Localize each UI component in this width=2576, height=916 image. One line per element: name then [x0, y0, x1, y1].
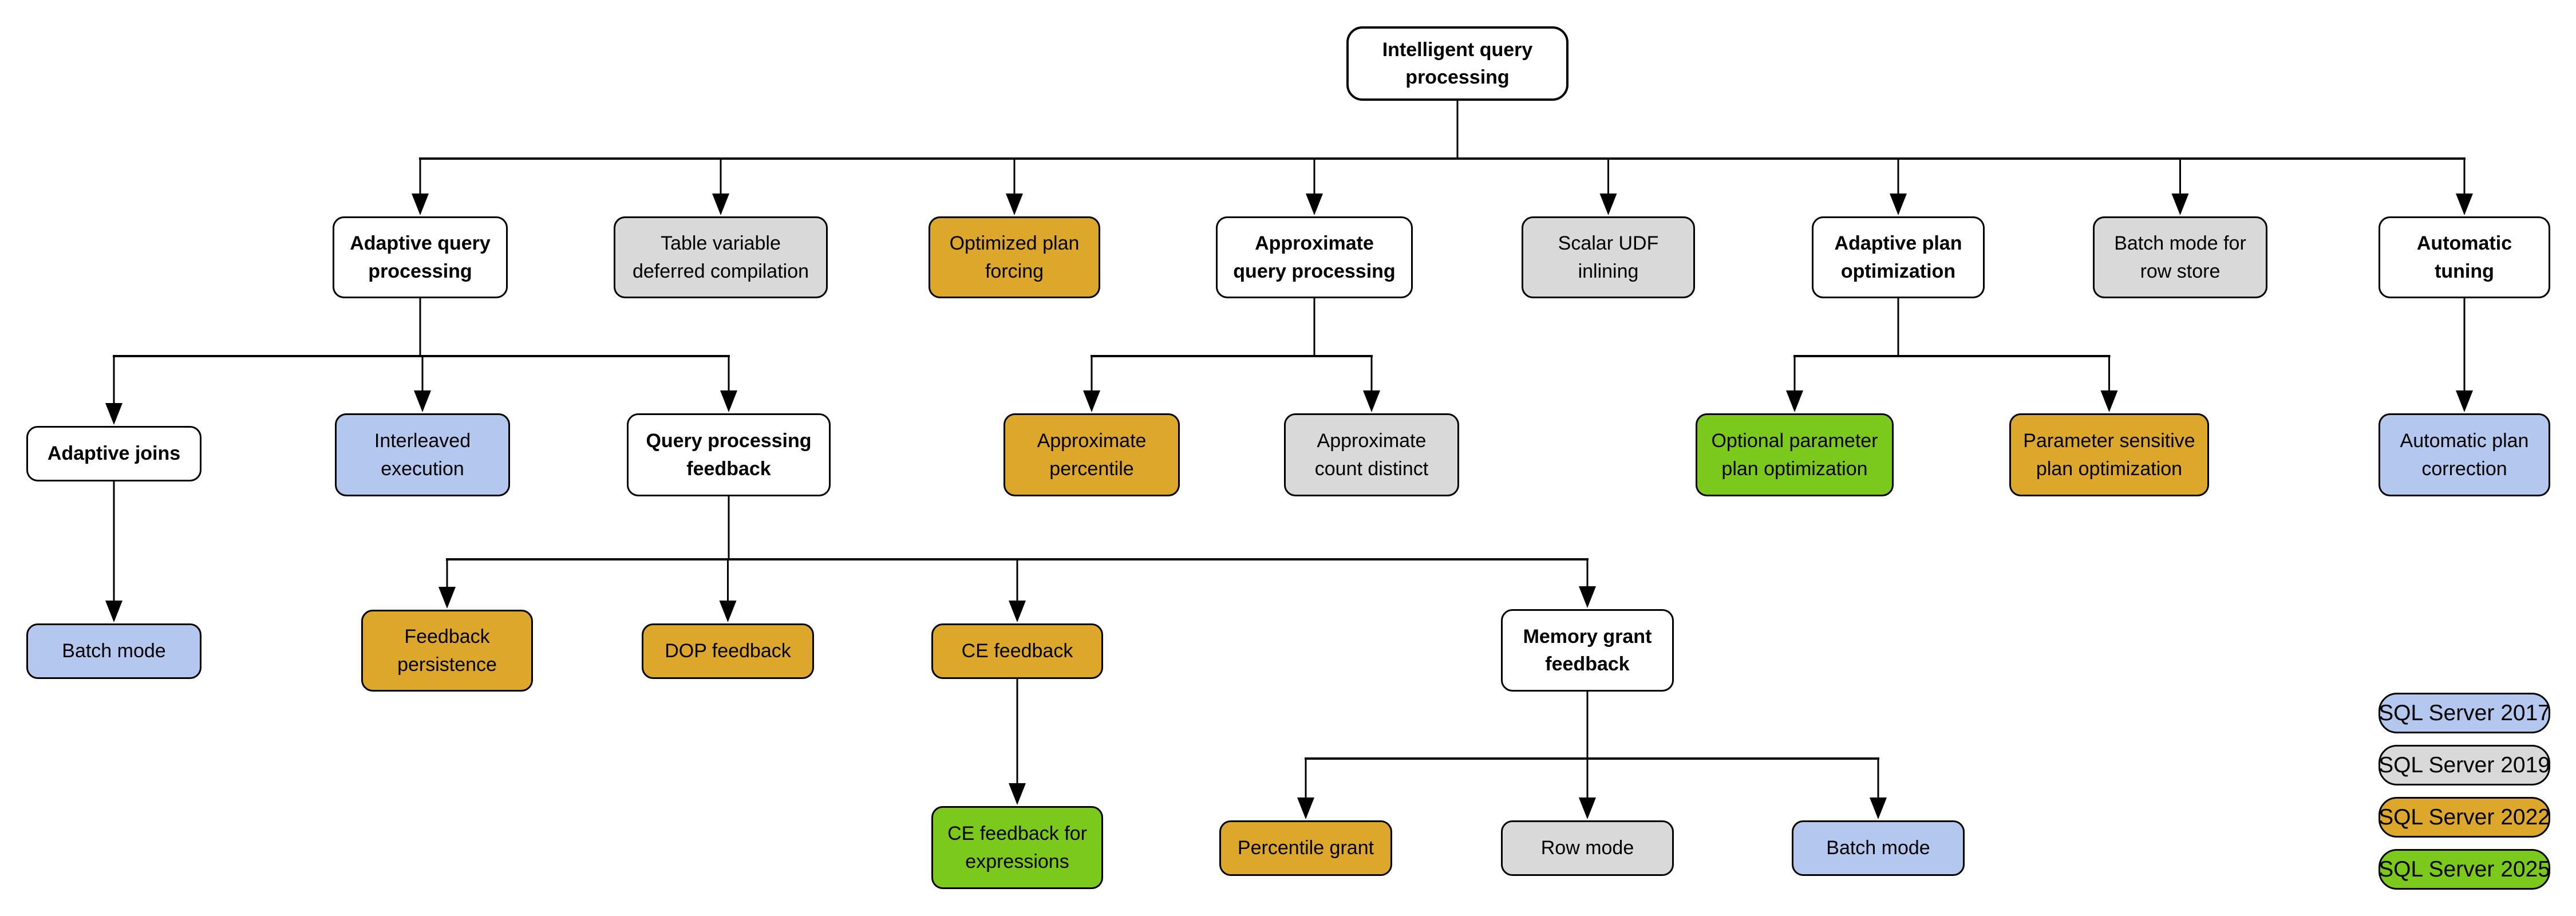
- node-batch-mode-for-row-store: Batch mode for row store: [2093, 216, 2267, 298]
- node-memory-grant-feedback: Memory grant feedback: [1501, 609, 1674, 692]
- node-scalar-udf-inlining: Scalar UDF inlining: [1522, 216, 1695, 298]
- node-approximate-count-distinct: Approximate count distinct: [1284, 413, 1459, 496]
- node-interleaved-execution: Interleaved execution: [335, 413, 510, 496]
- node-row-mode: Row mode: [1501, 820, 1674, 876]
- node-ce-feedback-for-expressions: CE feedback for expressions: [931, 806, 1103, 889]
- legend-sql-server-2025: SQL Server 2025: [2379, 849, 2550, 890]
- node-adaptive-joins: Adaptive joins: [26, 426, 202, 481]
- node-automatic-plan-correction: Automatic plan correction: [2379, 413, 2550, 496]
- legend-sql-server-2022: SQL Server 2022: [2379, 797, 2550, 838]
- node-approximate-query-processing: Approximate query processing: [1216, 216, 1413, 298]
- node-dop-feedback: DOP feedback: [642, 623, 814, 679]
- node-table-variable-deferred-compilation: Table variable deferred compilation: [614, 216, 828, 298]
- node-adaptive-plan-optimization: Adaptive plan optimization: [1812, 216, 1985, 298]
- node-automatic-tuning: Automatic tuning: [2379, 216, 2550, 298]
- node-optimized-plan-forcing: Optimized plan forcing: [929, 216, 1100, 298]
- node-approximate-percentile: Approximate percentile: [1003, 413, 1180, 496]
- node-batch-mode-memory-grant: Batch mode: [1792, 820, 1965, 876]
- node-batch-mode-adaptive-joins: Batch mode: [26, 623, 202, 679]
- node-feedback-persistence: Feedback persistence: [361, 610, 533, 692]
- node-parameter-sensitive-plan-optimization: Parameter sensitive plan optimization: [2009, 413, 2209, 496]
- legend-sql-server-2019: SQL Server 2019: [2379, 745, 2550, 785]
- node-query-processing-feedback: Query processing feedback: [627, 413, 831, 496]
- node-ce-feedback: CE feedback: [931, 623, 1103, 679]
- legend-sql-server-2017: SQL Server 2017: [2379, 693, 2550, 733]
- node-optional-parameter-plan-optimization: Optional parameter plan optimization: [1696, 413, 1894, 496]
- node-adaptive-query-processing: Adaptive query processing: [333, 216, 508, 298]
- node-intelligent-query-processing: Intelligent query processing: [1346, 26, 1568, 101]
- node-percentile-grant: Percentile grant: [1219, 820, 1392, 876]
